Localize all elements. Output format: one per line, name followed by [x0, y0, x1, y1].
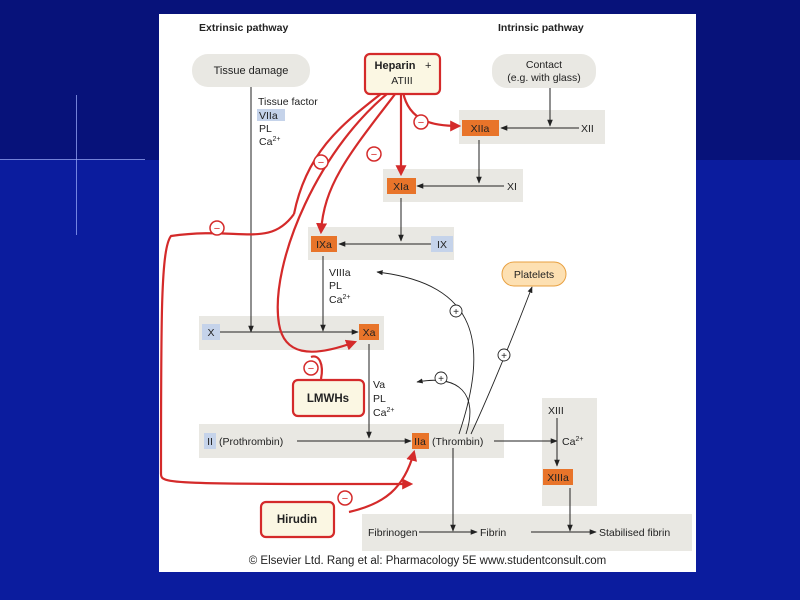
xiiia-label: XIIIa [547, 472, 569, 484]
svg-text:−: − [308, 363, 314, 375]
xa-label: Xa [363, 327, 376, 339]
decorative-vertical-line [76, 95, 77, 235]
xiii-label: XIII [548, 405, 564, 417]
tissue-factor-label: Tissue factor [258, 96, 318, 108]
viia-highlight [257, 109, 285, 121]
minus-symbol-xa: − [366, 146, 382, 162]
viii-plus-sign: + [453, 307, 459, 318]
contact-label: Contact [526, 59, 562, 71]
pl-label-extrinsic: PL [259, 123, 272, 135]
lmwh-inhibits-xa-curve [310, 355, 323, 380]
svg-text:−: − [418, 117, 424, 129]
ixa-highlight [311, 236, 337, 252]
viia-label: VIIa [259, 110, 278, 122]
xiia-label: XIIa [471, 123, 490, 135]
heparin-plus-label: + [425, 60, 431, 72]
ii-label: II [207, 436, 213, 448]
heparin-inhibits-xa-curve [276, 85, 398, 353]
contact-box [492, 54, 596, 88]
xia-highlight [387, 178, 416, 194]
intrinsic-header: Intrinsic pathway [498, 22, 584, 34]
fibrin-label: Fibrin [480, 527, 506, 539]
xii-label: XII [581, 123, 594, 135]
svg-text:−: − [318, 157, 324, 169]
ca-label-extrinsic: Ca2+ [259, 136, 280, 148]
thrombin-label: (Thrombin) [432, 436, 483, 448]
copyright-caption: © Elsevier Ltd. Rang et al: Pharmacology… [248, 555, 607, 567]
platelets-label: Platelets [514, 269, 554, 281]
x-highlight [202, 324, 220, 340]
platelets-plus-symbol [497, 348, 511, 362]
iia-highlight [412, 433, 429, 449]
svg-text:−: − [371, 149, 377, 161]
fibrinogen-label: Fibrinogen [368, 527, 418, 539]
lmwhs-box [291, 378, 366, 418]
atiii-label: ATIII [391, 75, 412, 87]
ca-label-va: Ca2+ [373, 407, 394, 419]
v-plus-sign: + [438, 374, 444, 385]
iia-label: IIa [414, 436, 426, 448]
x-box [199, 316, 384, 350]
xiiia-highlight [543, 469, 573, 485]
tissue-damage-label: Tissue damage [214, 65, 289, 77]
fibrin-box [362, 514, 692, 551]
extrinsic-header: Extrinsic pathway [199, 22, 288, 34]
v-plus-symbol [434, 371, 448, 385]
ixa-label: IXa [316, 239, 332, 251]
ix-label: IX [437, 239, 447, 251]
viiia-label: VIIIa [329, 267, 351, 279]
platelets-box [501, 261, 567, 287]
xiia-highlight [462, 120, 499, 136]
minus-symbol-hirudin: − [337, 490, 353, 506]
lmwhs-label: LMWHs [307, 393, 349, 405]
pl-label-va: PL [373, 393, 386, 405]
coagulation-cascade-diagram: Extrinsic pathway Intrinsic pathway Tiss… [159, 22, 692, 551]
minus-symbol-lmwh: − [303, 360, 319, 376]
viii-plus-symbol [449, 304, 463, 318]
xia-label: XIa [393, 181, 409, 193]
hirudin-inhibits-thrombin-curve [348, 449, 418, 514]
ca-label-xiii: Ca2+ [562, 436, 583, 448]
minus-symbol-thrombin: − [209, 220, 225, 236]
heparin-label: Heparin [375, 60, 416, 72]
stabilised-fibrin-label: Stabilised fibrin [599, 527, 670, 539]
thrombin-activates-v-arrow [416, 378, 471, 435]
heparin-inhibits-thrombin-curve [159, 213, 414, 490]
svg-text:−: − [342, 493, 348, 505]
minus-symbol-ixa: − [313, 154, 329, 170]
decorative-horizontal-line [0, 159, 145, 160]
tissue-damage-box [192, 54, 310, 87]
minus-symbol-xiia: − [413, 114, 429, 130]
xa-highlight [359, 324, 379, 340]
coagulation-diagram-panel: Extrinsic pathway Intrinsic pathway Tiss… [159, 14, 696, 572]
ca-label-viiia: Ca2+ [329, 294, 350, 306]
heparin-box [363, 52, 442, 96]
xi-label: XI [507, 181, 517, 193]
platelets-plus-sign: + [501, 351, 507, 362]
pl-label-viiia: PL [329, 280, 342, 292]
va-label: Va [373, 379, 385, 391]
ii-highlight [204, 433, 216, 449]
x-label: X [207, 327, 214, 339]
prothrombin-label: (Prothrombin) [219, 436, 283, 448]
ix-highlight [431, 236, 453, 252]
svg-text:−: − [214, 223, 220, 235]
heparin-inhibits-ixa-curve [316, 88, 400, 235]
hirudin-box [259, 500, 336, 539]
hirudin-label: Hirudin [277, 514, 317, 526]
heparin-inhibits-xiia-curve [401, 91, 462, 132]
contact-example-label: (e.g. with glass) [507, 72, 581, 84]
